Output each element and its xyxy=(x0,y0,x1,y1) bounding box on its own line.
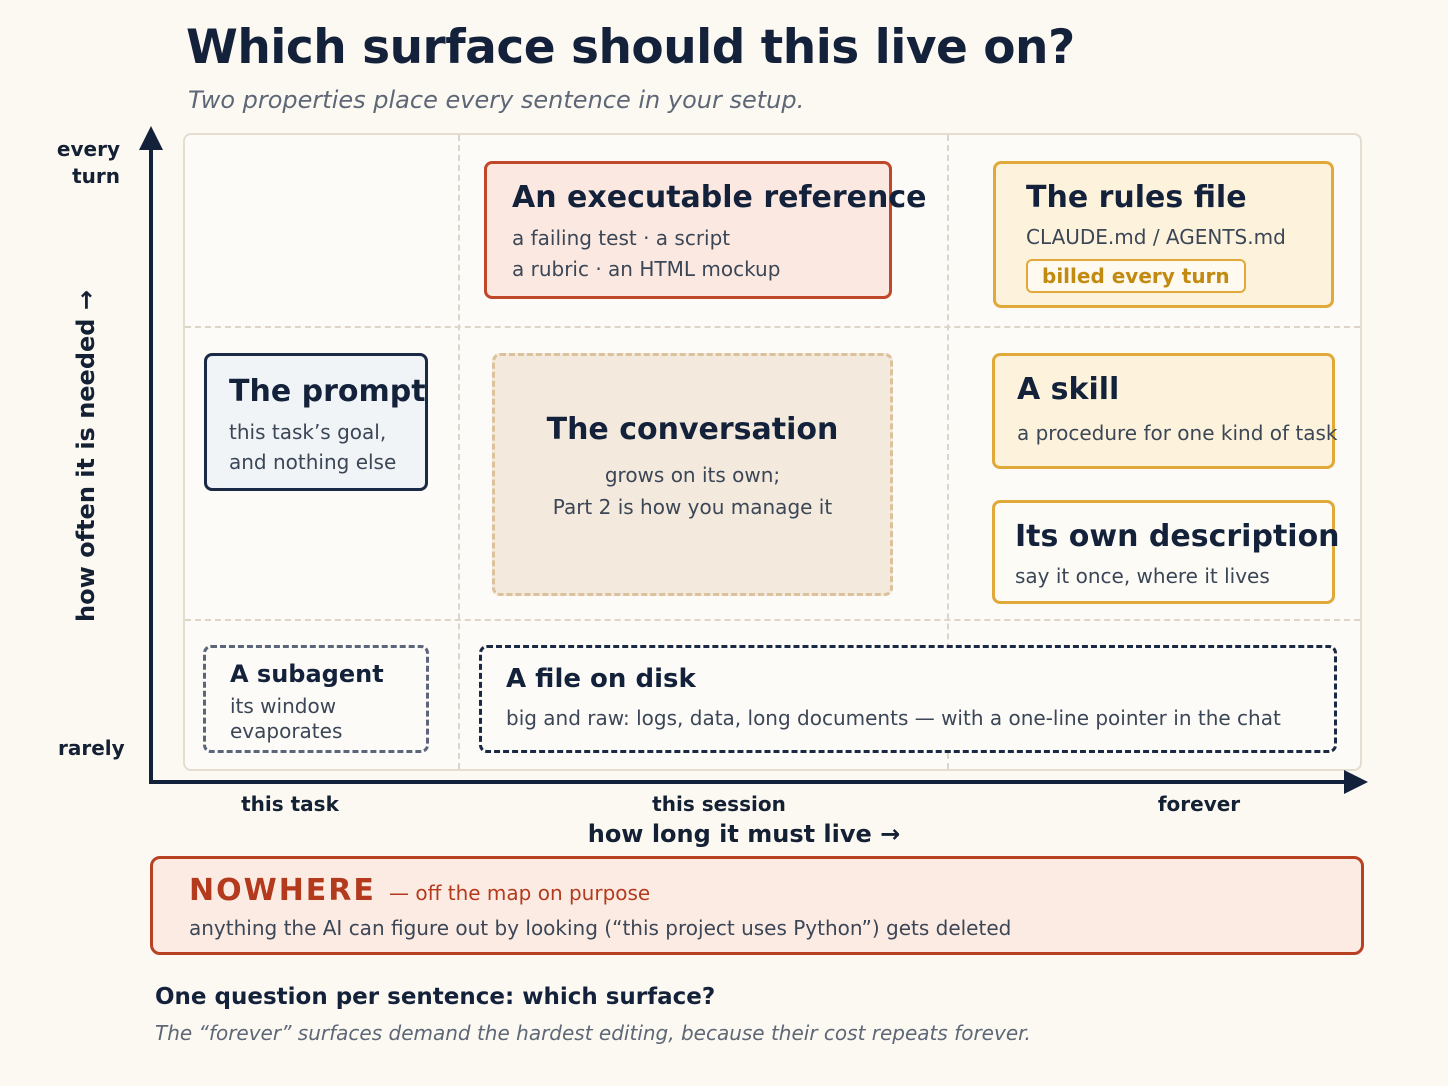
grid-divider-horizontal xyxy=(185,326,1360,328)
nowhere-subtitle: — off the map on purpose xyxy=(389,881,651,905)
card-heading: Its own description xyxy=(1015,519,1340,554)
page-title: Which surface should this live on? xyxy=(186,20,1075,75)
card-heading: The prompt xyxy=(229,374,426,409)
x-axis-arrowhead xyxy=(1344,770,1368,794)
card-file-on-disk: A file on disk big and raw: logs, data, … xyxy=(479,645,1337,753)
x-axis-line xyxy=(149,780,1349,784)
nowhere-header: NOWHERE — off the map on purpose xyxy=(189,873,1361,908)
footer-note: The “forever” surfaces demand the hardes… xyxy=(155,1021,1031,1045)
card-heading: The conversation xyxy=(546,412,839,447)
nowhere-body: anything the AI can figure out by lookin… xyxy=(189,916,1012,940)
card-skill: A skill a procedure for one kind of task xyxy=(992,353,1338,469)
grid-divider-vertical xyxy=(458,135,460,769)
card-text: and nothing else xyxy=(229,450,397,474)
card-text: grows on its own; xyxy=(604,463,781,487)
card-text: evaporates xyxy=(230,719,343,743)
card-heading: The rules file xyxy=(1026,180,1247,215)
x-axis-label-forever: forever xyxy=(1157,792,1241,816)
y-axis-label-line: turn xyxy=(72,164,120,188)
y-axis-line xyxy=(149,146,153,783)
card-heading: A skill xyxy=(1017,372,1120,407)
y-axis-arrowhead xyxy=(139,126,163,150)
billed-every-turn-badge: billed every turn xyxy=(1026,259,1246,293)
y-axis-title: how often it is needed → xyxy=(72,290,100,622)
card-text: Part 2 is how you manage it xyxy=(552,495,833,519)
card-conversation: The conversation grows on its own; Part … xyxy=(492,353,893,596)
y-axis-label-line: every xyxy=(56,137,120,161)
card-subagent: A subagent its window evaporates xyxy=(203,645,429,753)
grid-divider-horizontal xyxy=(185,619,1360,621)
card-text: this task’s goal, xyxy=(229,420,387,444)
grid-divider-vertical xyxy=(947,135,949,769)
x-axis-label-this-session: this session xyxy=(652,792,786,816)
card-text: big and raw: logs, data, long documents … xyxy=(506,706,1281,730)
card-text: a procedure for one kind of task xyxy=(1017,421,1338,445)
card-rules-file: The rules file CLAUDE.md / AGENTS.md bil… xyxy=(993,161,1334,308)
card-text: CLAUDE.md / AGENTS.md xyxy=(1026,225,1286,249)
x-axis-label-this-task: this task xyxy=(241,792,339,816)
card-text: a rubric · an HTML mockup xyxy=(512,257,781,281)
x-axis-title: how long it must live → xyxy=(587,820,901,848)
card-heading: A subagent xyxy=(230,660,384,688)
card-text: its window xyxy=(230,694,337,718)
card-text: a failing test · a script xyxy=(512,226,731,250)
y-axis-label-rarely: rarely xyxy=(58,736,125,760)
y-axis-label-every-turn: every turn xyxy=(10,136,120,190)
card-executable-reference: An executable reference a failing test ·… xyxy=(484,161,927,299)
footer-question: One question per sentence: which surface… xyxy=(155,984,716,1010)
card-own-description: Its own description say it once, where i… xyxy=(992,500,1340,604)
nowhere-title: NOWHERE xyxy=(189,873,376,908)
card-text: say it once, where it lives xyxy=(1015,564,1270,588)
nowhere-panel: NOWHERE — off the map on purpose anythin… xyxy=(150,856,1364,955)
card-heading: A file on disk xyxy=(506,664,696,694)
page-subtitle: Two properties place every sentence in y… xyxy=(188,86,805,114)
card-prompt: The prompt this task’s goal, and nothing… xyxy=(204,353,428,491)
card-heading: An executable reference xyxy=(512,180,927,215)
